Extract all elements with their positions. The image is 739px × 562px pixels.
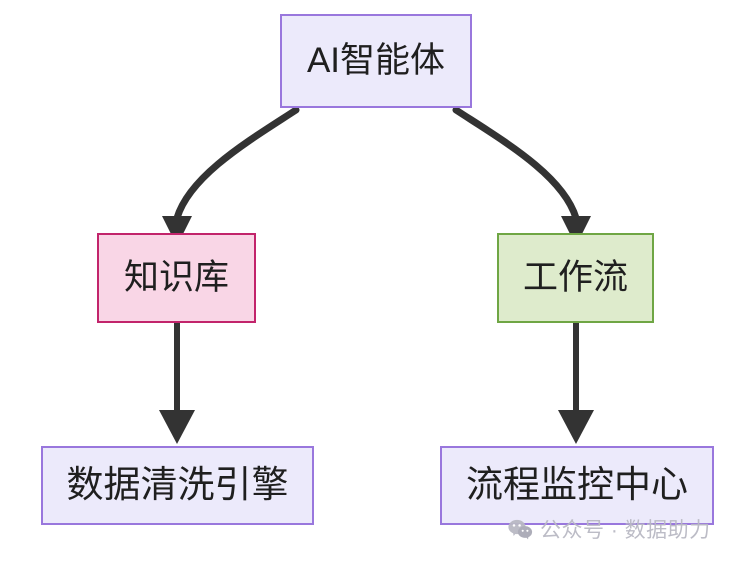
watermark: 公众号 · 数据助力	[508, 514, 711, 544]
node-knowledge-base-label: 知识库	[123, 257, 229, 297]
edge-knowledge-to-cleaning	[159, 323, 195, 444]
node-process-monitoring-center-label: 流程监控中心	[466, 464, 688, 506]
node-ai-agent-label: AI智能体	[306, 40, 446, 80]
wechat-icon	[508, 519, 533, 540]
watermark-text: 公众号 · 数据助力	[540, 519, 711, 542]
node-workflow[interactable]: 工作流	[497, 233, 654, 323]
node-ai-agent[interactable]: AI智能体	[280, 14, 472, 108]
edge-workflow-to-monitor	[558, 323, 594, 444]
edge-agent-to-knowledge	[162, 106, 300, 246]
node-data-cleaning-engine-label: 数据清洗引擎	[66, 464, 289, 506]
node-knowledge-base[interactable]: 知识库	[97, 233, 256, 323]
edge-agent-to-workflow	[452, 106, 591, 246]
node-data-cleaning-engine[interactable]: 数据清洗引擎	[41, 446, 314, 525]
node-workflow-label: 工作流	[522, 257, 628, 297]
node-process-monitoring-center[interactable]: 流程监控中心	[440, 446, 714, 525]
